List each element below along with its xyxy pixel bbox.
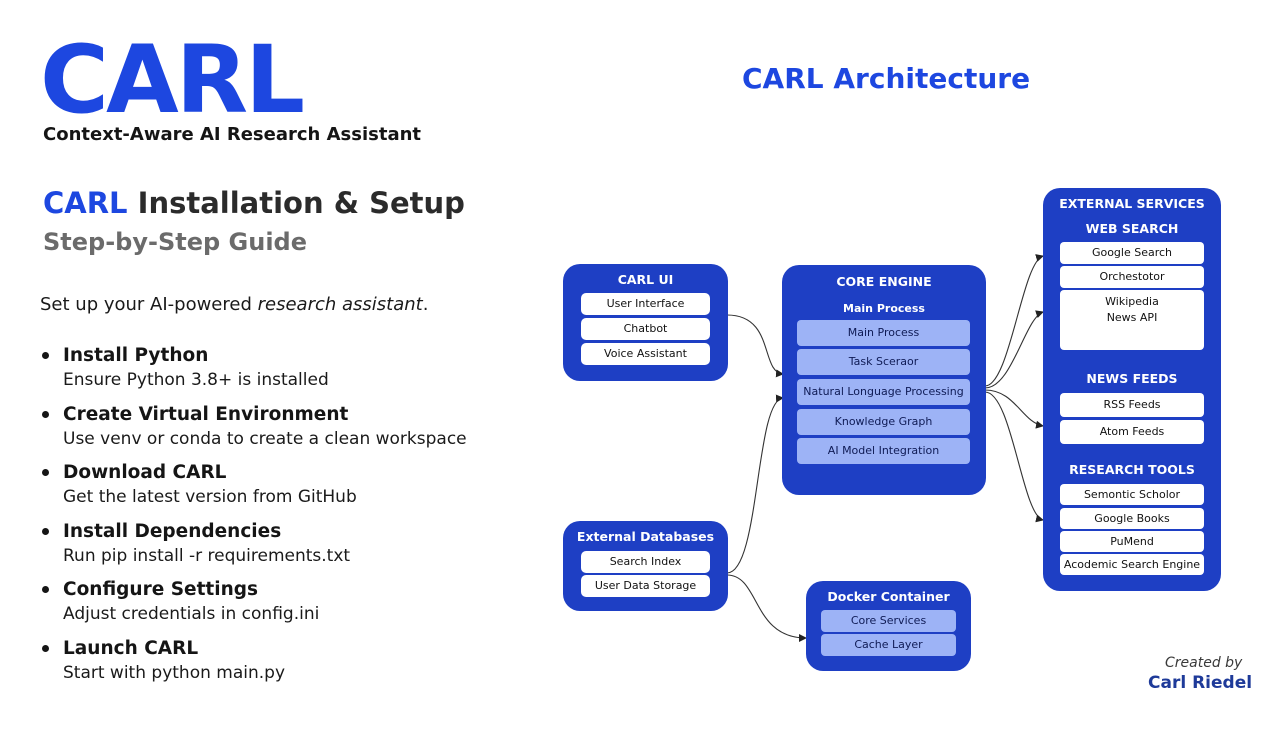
step-title: Install Dependencies <box>63 520 282 542</box>
step-title: Download CARL <box>63 462 227 483</box>
docker-container-item: Cache Layer <box>821 634 956 656</box>
web-search-item: News API <box>1106 311 1158 324</box>
research-tools-title: RESEARCH TOOLS <box>1069 462 1195 477</box>
core-engine-item: Natural Longuage Processing <box>797 379 970 405</box>
research-tools-item: Acodemic Search Engine <box>1060 554 1204 575</box>
web-search-item: Google Search <box>1060 242 1204 264</box>
step-desc: Ensure Python 3.8+ is installed <box>63 370 329 390</box>
external-databases-panel: External Databases Search Index User Dat… <box>563 521 728 611</box>
bullet-icon <box>42 527 49 535</box>
external-databases-item: User Data Storage <box>581 575 710 597</box>
external-databases-title: External Databases <box>576 529 715 544</box>
core-engine-subtitle: Main Process <box>843 302 925 315</box>
web-search-item-group: Wikipedia News API <box>1060 290 1204 350</box>
intro-text: Set up your AI-powered research assistan… <box>40 294 428 315</box>
link-core-to-websearch-2 <box>984 310 1044 389</box>
research-tools-item: PuMend <box>1060 531 1204 552</box>
step-item: Download CARL Get the latest version from… <box>40 461 510 520</box>
step-title: Configure Settings <box>63 579 259 600</box>
step-title: Install Python <box>63 345 209 366</box>
news-feeds-item: RSS Feeds <box>1060 393 1204 417</box>
web-search-item: Wikipedia <box>1105 295 1159 308</box>
step-desc: Run pip install -r requirements.txt <box>63 545 351 566</box>
intro-plain: Set up your AI-powered <box>40 294 252 315</box>
link-ui-to-core <box>726 314 784 378</box>
step-desc: Use venv or conda to create a clean work… <box>63 428 467 449</box>
research-tools-item: Google Books <box>1060 508 1204 529</box>
core-engine-item: Knowledge Graph <box>797 409 970 435</box>
setup-title-brand: CARL <box>43 186 128 220</box>
core-engine-item: Task Sceraor <box>797 349 970 375</box>
carl-ui-item: User Interface <box>581 293 710 315</box>
docker-container-item: Core Services <box>821 610 956 632</box>
bullet-icon <box>42 410 49 418</box>
bullet-icon <box>42 469 49 476</box>
step-item: Launch CARL Start with python main.py <box>40 637 510 696</box>
bullet-icon <box>42 352 49 359</box>
intro-italic: research assistant <box>257 294 423 315</box>
step-desc: Get the latest version from GitHub <box>63 487 357 507</box>
setup-title: CARL Installation & Setup <box>43 186 465 220</box>
docker-container-panel: Docker Container Core Services Cache Lay… <box>806 581 971 671</box>
news-feeds-item: Atom Feeds <box>1060 420 1204 444</box>
web-search-title: WEB SEARCH <box>1085 221 1179 236</box>
created-by-label: Created by <box>1165 655 1243 671</box>
bullet-icon <box>42 644 49 652</box>
external-databases-item: Search Index <box>581 551 710 573</box>
docker-container-title: Docker Container <box>827 589 950 604</box>
core-engine-item: AI Model Integration <box>797 438 970 464</box>
link-db-to-docker <box>726 574 807 642</box>
news-feeds-title: NEWS FEEDS <box>1086 371 1178 386</box>
bullet-icon <box>42 586 49 593</box>
carl-ui-panel: CARL UI User Interface Chatbot Voice Ass… <box>563 264 728 381</box>
web-search-item: Orchestotor <box>1060 266 1204 288</box>
setup-subtitle: Step-by-Step Guide <box>43 228 307 256</box>
step-desc: Adjust credentials in config.ini <box>63 604 320 624</box>
tagline: Context-Aware AI Research Assistant <box>43 124 422 145</box>
step-desc: Start with python main.py <box>63 662 286 683</box>
setup-title-text: Installation & Setup <box>137 186 465 220</box>
carl-ui-item: Voice Assistant <box>581 343 710 365</box>
research-tools-item: Semontic Scholor <box>1060 484 1204 505</box>
carl-ui-title: CARL UI <box>617 272 674 287</box>
step-title: Create Virtual Environment <box>63 403 349 425</box>
core-engine-panel: CORE ENGINE Main Process Main Process Ta… <box>782 265 986 495</box>
external-services-title: EXTERNAL SERVICES <box>1059 196 1205 211</box>
author-name: Carl Riedel <box>1148 673 1253 693</box>
carl-logo: CARL <box>40 26 305 135</box>
link-core-to-research <box>984 391 1044 523</box>
core-engine-title: CORE ENGINE <box>836 274 932 289</box>
step-title: Launch CARL <box>63 637 199 659</box>
architecture-title: CARL Architecture <box>742 62 1031 95</box>
core-engine-item: Main Process <box>797 320 970 346</box>
intro-end: . <box>422 294 429 315</box>
external-services-panel: EXTERNAL SERVICES WEB SEARCH Google Sear… <box>1043 188 1221 591</box>
link-core-to-websearch <box>984 254 1044 387</box>
link-core-to-newsfeeds <box>984 389 1044 429</box>
carl-ui-item: Chatbot <box>581 318 710 340</box>
link-db-to-core <box>726 394 784 574</box>
